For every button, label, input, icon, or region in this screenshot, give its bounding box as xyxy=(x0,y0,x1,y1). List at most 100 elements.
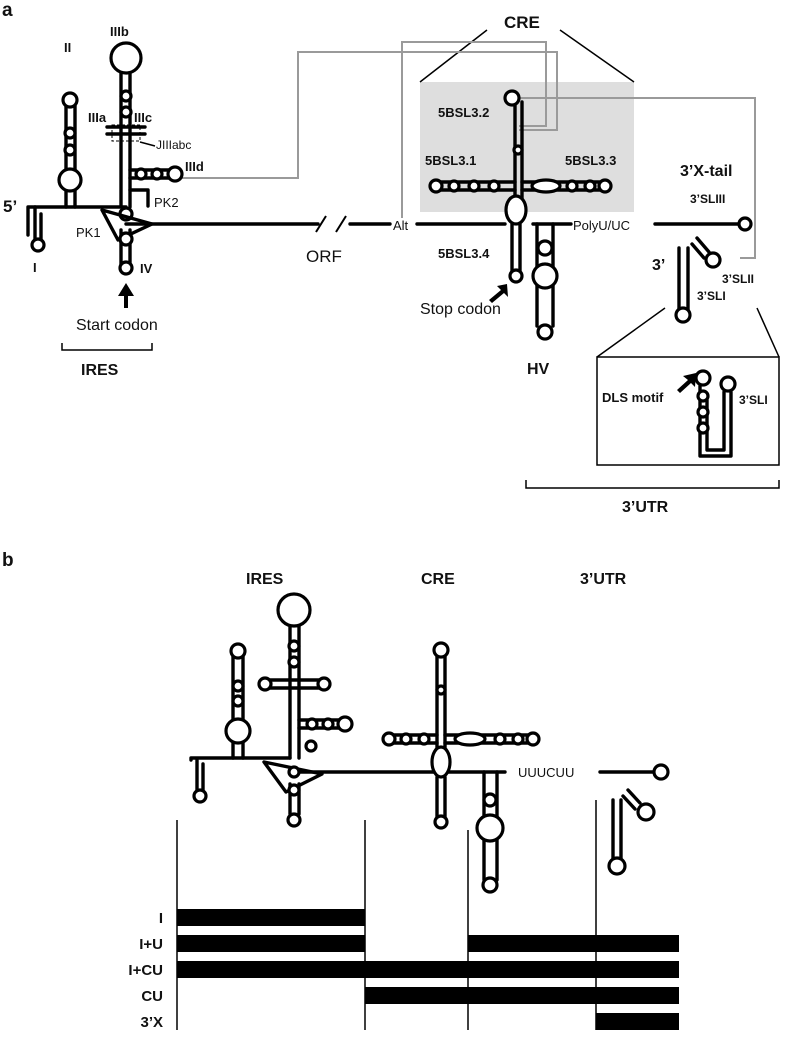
3slii-loop xyxy=(704,251,722,269)
pk1-triangle xyxy=(100,208,154,242)
3slii-stem xyxy=(690,236,711,260)
start-codon-arrow xyxy=(118,283,134,308)
domain-iiia-iiic-arms xyxy=(105,125,147,136)
b-5bsl31-arm xyxy=(390,733,439,745)
alt-label: Alt xyxy=(393,218,409,233)
domain-iv-bulge xyxy=(118,231,134,247)
5bsl33-bulge-1 xyxy=(565,179,579,193)
domain-i-stem xyxy=(33,205,43,242)
b-domain-ii-large-loop xyxy=(224,717,252,745)
panel-a-label: a xyxy=(2,0,13,21)
inset-bulge-2 xyxy=(696,405,710,419)
b-hv-top-loop xyxy=(481,876,499,894)
domain-ii-large-loop xyxy=(57,167,83,193)
b-domain-ii-loop xyxy=(229,642,247,660)
5bsl31-label: 5BSL3.1 xyxy=(425,153,476,168)
inset-pointer-lines xyxy=(596,307,780,358)
inset-bulge-1 xyxy=(696,389,710,403)
3utr-label: 3’UTR xyxy=(622,499,669,516)
b-3utr-label: 3’UTR xyxy=(580,571,627,588)
b-domain-iv-loop xyxy=(286,812,302,828)
domain-ii-top-loop xyxy=(61,91,79,109)
construct-label-i: I xyxy=(159,910,163,927)
domain-i-label: I xyxy=(33,260,37,275)
b-domain-iiid-bulge-1 xyxy=(305,717,319,731)
domain-iiid-loop xyxy=(166,165,184,183)
5bsl34-stem xyxy=(510,222,522,274)
b-5bsl33-bulge-2 xyxy=(511,732,525,746)
b-5bsl33-bulge-1 xyxy=(493,732,507,746)
b-domain-iii-base-bulge xyxy=(287,765,301,779)
construct-bar-i-u-ires xyxy=(177,935,365,952)
ires-bracket xyxy=(61,343,153,351)
b-domain-iiiabc-arms xyxy=(263,678,324,690)
dls-motif-arrow xyxy=(677,373,696,393)
3sliii-label: 3’SLIII xyxy=(690,192,725,206)
b-domain-iiib-bulge-1 xyxy=(287,639,301,653)
inset-bulge-3 xyxy=(696,421,710,435)
5bsl34-label: 5BSL3.4 xyxy=(438,246,490,261)
five-prime-label: 5’ xyxy=(3,197,17,216)
5bsl34-loop xyxy=(508,268,524,284)
5bsl33-bulge-2 xyxy=(583,179,597,193)
genome-backbone xyxy=(26,205,742,237)
b-5bsl34-stem xyxy=(435,775,447,819)
domain-ii-label: II xyxy=(64,40,71,55)
inset-3sli-label: 3’SLI xyxy=(739,393,768,407)
3sli-loop xyxy=(674,306,692,324)
b-uuucuu-label: UUUCUU xyxy=(518,765,574,780)
3sli-label: 3’SLI xyxy=(697,289,726,303)
b-cre-label: CRE xyxy=(421,571,455,588)
b-3slii-stem xyxy=(621,788,642,811)
hv-top-loop xyxy=(536,323,554,341)
b-domain-iiid-loop xyxy=(336,715,354,733)
b-5bsl32-loop xyxy=(432,641,450,659)
construct-bar-cu xyxy=(365,987,679,1004)
b-domain-iv-bulge xyxy=(287,783,301,797)
hv-large-loop xyxy=(531,262,559,290)
hv-bulge-1 xyxy=(536,239,554,257)
b-5bsl33-loop xyxy=(525,731,541,747)
pk2-label: PK2 xyxy=(154,195,179,210)
stop-codon-arrow xyxy=(489,284,508,303)
orf-label: ORF xyxy=(306,247,342,266)
b-5bsl31-bulge-2 xyxy=(417,732,431,746)
inset-box xyxy=(596,356,780,466)
5bsl33-loop xyxy=(597,178,613,194)
domain-iiib-bulge-1 xyxy=(119,89,133,103)
domain-iiid-bulge-1 xyxy=(134,167,148,181)
b-domain-iiid-bulge-2 xyxy=(321,717,335,731)
domain-iiid-bulge-2 xyxy=(150,167,164,181)
b-ires-label: IRES xyxy=(246,571,284,588)
b-hv-large-loop xyxy=(475,813,505,843)
domain-iiic-label: IIIc xyxy=(134,110,152,125)
domain-iiia-label: IIIa xyxy=(88,110,107,125)
b-domain-iii-side-loop xyxy=(304,739,318,753)
interaction-line-alt-5bsl32 xyxy=(401,41,547,218)
3utr-bracket xyxy=(525,480,780,489)
b-domain-iiib-loop xyxy=(276,592,312,628)
b-5bsl32-stem xyxy=(435,650,447,754)
5bsl31-bulge-1 xyxy=(447,179,461,193)
5bsl33-label: 5BSL3.3 xyxy=(565,153,616,168)
b-3slii-loop xyxy=(636,802,656,822)
jiiiabc-dashed-box xyxy=(111,124,141,142)
3sli-stem xyxy=(677,246,690,314)
construct-label-i-u: I+U xyxy=(139,936,163,953)
domain-iiib-bulge-2 xyxy=(119,105,133,119)
construct-bar-3x xyxy=(596,1013,679,1030)
construct-bar-i-u-3utr xyxy=(468,935,679,952)
domain-iiib-loop xyxy=(109,41,143,75)
b-domain-i-loop xyxy=(192,788,208,804)
construct-label-cu: CU xyxy=(141,988,163,1005)
construct-label-i-cu: I+CU xyxy=(128,962,163,979)
5bsl33-internal-loop xyxy=(530,178,562,194)
5bsl31-bulge-2 xyxy=(467,179,481,193)
b-domain-i-stem xyxy=(195,758,205,792)
domain-iiid-label: IIId xyxy=(185,159,204,174)
orf-break-marks xyxy=(315,215,347,233)
b-5bsl34-loop xyxy=(433,814,449,830)
5bsl32-bulge xyxy=(512,144,524,156)
b-domain-iiic-loop xyxy=(316,676,332,692)
